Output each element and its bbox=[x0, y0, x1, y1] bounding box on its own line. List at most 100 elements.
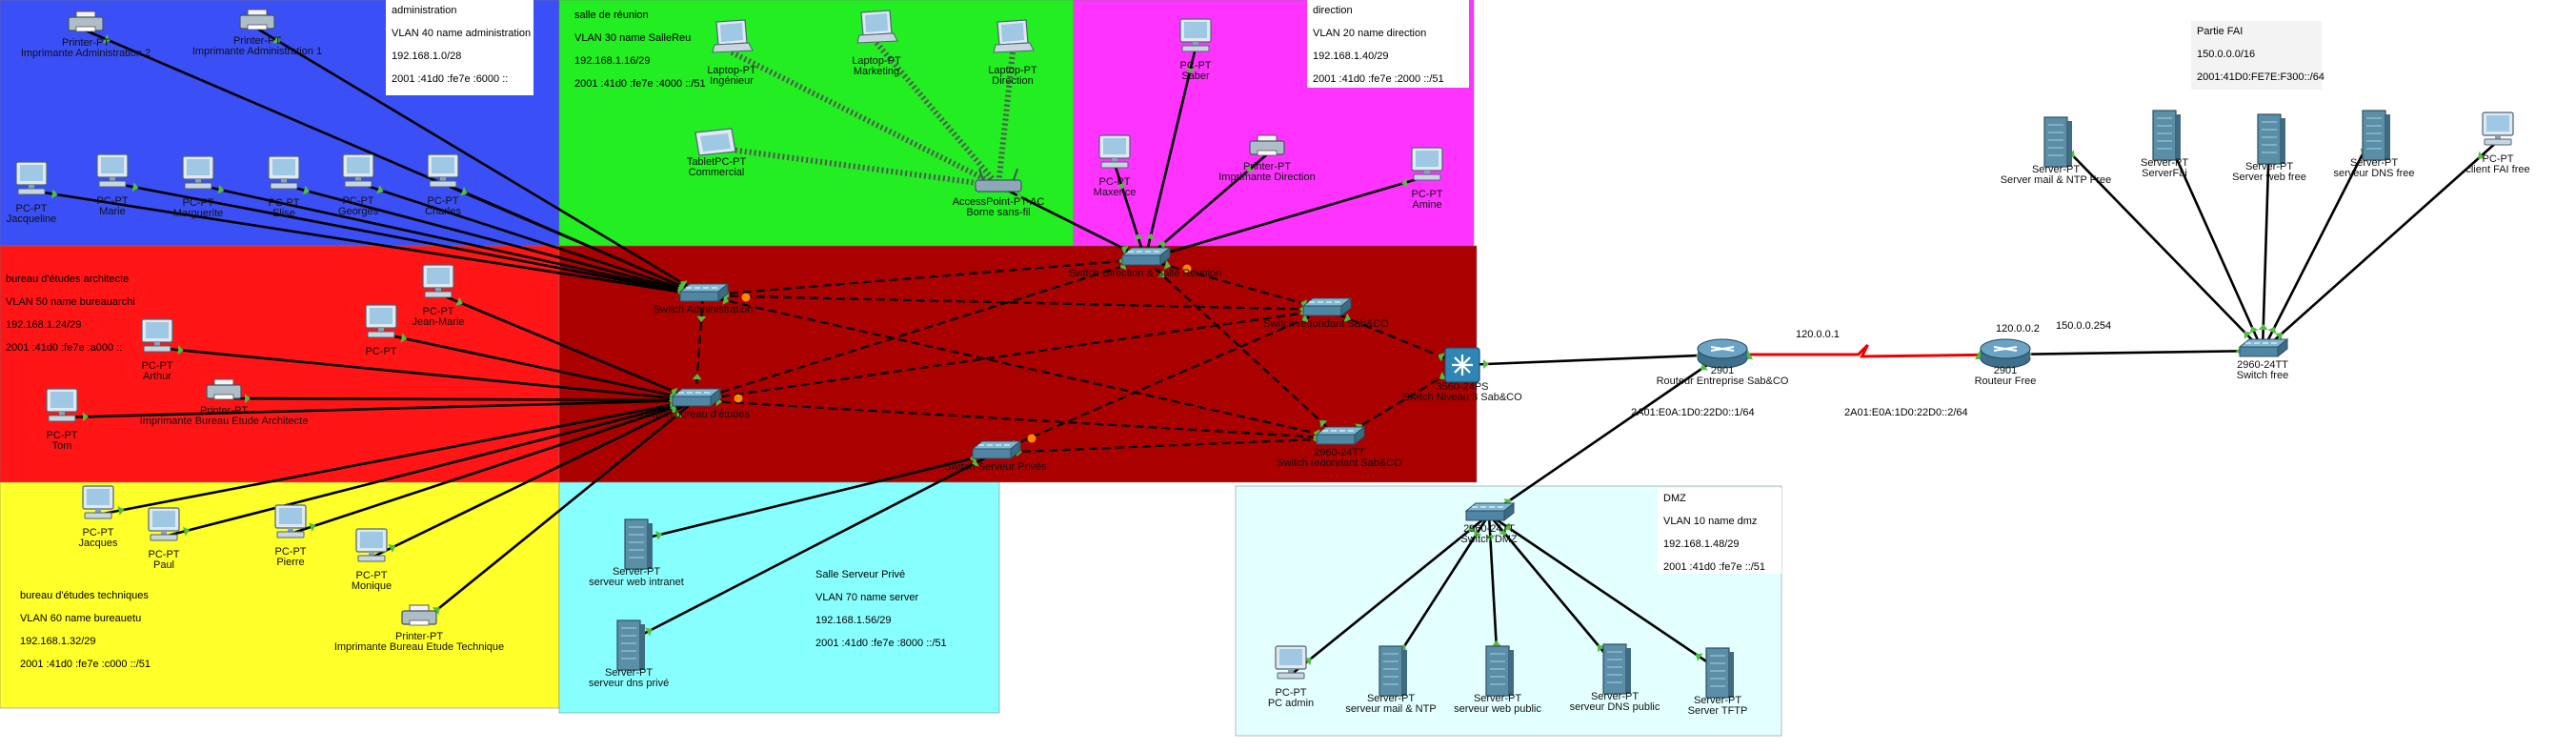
device-sw-free[interactable] bbox=[2238, 337, 2289, 358]
device-pr-admin2[interactable] bbox=[68, 10, 104, 32]
pc-icon bbox=[141, 318, 173, 353]
device-ms[interactable] bbox=[1444, 347, 1480, 383]
device-r-ent[interactable] bbox=[1697, 338, 1748, 369]
device-jacques[interactable] bbox=[82, 485, 114, 519]
switch-icon bbox=[2238, 337, 2289, 358]
port-status-marker bbox=[1503, 522, 1512, 531]
device-dmz-dns[interactable] bbox=[1602, 643, 1631, 695]
note-techniques-line: VLAN 60 name bureauetu bbox=[20, 613, 141, 624]
device-ap[interactable] bbox=[975, 168, 1022, 193]
device-pr-dir[interactable] bbox=[1249, 134, 1285, 156]
port-status-marker bbox=[1120, 245, 1129, 254]
device-label: Switch free bbox=[2237, 370, 2288, 381]
device-fai-client[interactable] bbox=[2482, 112, 2514, 146]
device-label: Marie bbox=[99, 206, 126, 217]
device-label: serveur DNS free bbox=[2334, 168, 2415, 179]
device-monique[interactable] bbox=[355, 528, 388, 562]
pc-icon bbox=[182, 155, 214, 190]
device-charles[interactable] bbox=[427, 153, 459, 188]
note-reunion-line: 192.168.1.16/29 bbox=[574, 55, 651, 67]
device-sw-admin[interactable] bbox=[678, 282, 730, 303]
device-pc-b[interactable] bbox=[365, 304, 397, 338]
device-tom[interactable] bbox=[46, 388, 78, 422]
device-lap-ing[interactable] bbox=[712, 19, 754, 53]
device-marguerite[interactable] bbox=[182, 155, 214, 190]
device-maxence[interactable] bbox=[1098, 134, 1131, 169]
device-sw-red2[interactable] bbox=[1315, 425, 1366, 446]
pc-icon bbox=[148, 507, 180, 541]
device-pc-admin[interactable] bbox=[1275, 645, 1307, 680]
link-sw_dir-sw_red2 bbox=[1144, 258, 1340, 439]
device-paul[interactable] bbox=[148, 507, 180, 541]
device-label: Server TFTP bbox=[1688, 705, 1748, 717]
note-administration-line: VLAN 40 name administration bbox=[392, 28, 531, 39]
device-label: PC-PT bbox=[97, 195, 129, 207]
laptop-icon bbox=[712, 19, 754, 53]
device-georges[interactable] bbox=[342, 153, 374, 188]
device-r-free[interactable] bbox=[1980, 338, 2031, 369]
device-sw-etudes[interactable] bbox=[671, 387, 722, 408]
device-dmz-web[interactable] bbox=[1485, 645, 1514, 697]
serial-link-wan bbox=[1722, 343, 2006, 358]
device-label: Saber bbox=[1181, 71, 1210, 82]
device-lap-mkt[interactable] bbox=[856, 10, 898, 44]
device-amine[interactable] bbox=[1411, 147, 1443, 181]
device-pierre[interactable] bbox=[274, 504, 307, 538]
device-label: Maxence bbox=[1094, 187, 1137, 198]
device-lap-dir[interactable] bbox=[993, 19, 1035, 53]
port-status-marker bbox=[1401, 177, 1409, 188]
device-pr-admin1[interactable] bbox=[239, 9, 275, 30]
device-arthur[interactable] bbox=[141, 318, 173, 353]
device-label: 2960-24TT bbox=[1314, 447, 1365, 458]
device-dmz-mail[interactable] bbox=[1379, 645, 1407, 697]
device-saber[interactable] bbox=[1179, 18, 1212, 52]
device-fai-web[interactable] bbox=[2257, 113, 2285, 165]
device-label: Server-PT bbox=[1694, 695, 1741, 706]
device-marie[interactable] bbox=[96, 153, 129, 188]
port-status-marker bbox=[674, 409, 683, 417]
device-dmz-tftp[interactable] bbox=[1705, 647, 1734, 699]
device-label: PC-PT bbox=[356, 570, 388, 581]
device-pr-tech[interactable] bbox=[401, 604, 437, 626]
link-jacques-sw_etudes bbox=[97, 398, 696, 517]
port-status-marker bbox=[177, 345, 184, 355]
port-status-marker bbox=[972, 457, 979, 467]
device-pr-archi[interactable] bbox=[206, 378, 242, 400]
server-icon bbox=[1705, 647, 1734, 699]
device-srv-intra[interactable] bbox=[624, 518, 653, 570]
device-fai-mail[interactable] bbox=[2043, 116, 2072, 168]
pc-icon bbox=[422, 264, 454, 298]
port-status-marker bbox=[131, 182, 139, 193]
port-pending-marker bbox=[1027, 434, 1036, 443]
note-direction-line: VLAN 20 name direction bbox=[1313, 28, 1426, 39]
device-jacqueline[interactable] bbox=[15, 161, 48, 195]
server-icon bbox=[1379, 645, 1407, 697]
link-sw_admin-sw_etudes bbox=[694, 294, 705, 401]
device-tablet[interactable] bbox=[694, 128, 736, 156]
note-dmz-line: DMZ bbox=[1663, 493, 1686, 504]
ap-icon bbox=[975, 168, 1022, 193]
device-sw-dmz[interactable] bbox=[1464, 501, 1516, 522]
port-status-marker bbox=[1438, 353, 1445, 362]
port-pending-marker bbox=[741, 293, 751, 302]
device-sw-dir[interactable] bbox=[1120, 246, 1172, 267]
device-label: Imprimante Administration 2 bbox=[21, 48, 151, 59]
device-jeanmarie[interactable] bbox=[422, 264, 454, 298]
device-label: PC-PT bbox=[47, 430, 78, 441]
device-label: Laptop-PT bbox=[707, 65, 756, 76]
port-status-marker bbox=[1343, 313, 1351, 322]
link-address-label: 120.0.0.2 bbox=[1996, 323, 2040, 335]
link-pr_dir-sw_dir bbox=[1144, 153, 1268, 260]
device-label: PC-PT bbox=[1276, 687, 1307, 699]
device-elise[interactable] bbox=[268, 155, 300, 190]
device-srv-dns[interactable] bbox=[616, 619, 645, 671]
note-direction-line: 192.168.1.40/29 bbox=[1313, 51, 1389, 62]
device-label: AccessPoint-PT-AC bbox=[953, 196, 1045, 208]
pc-icon bbox=[427, 153, 459, 188]
device-sw-serv[interactable] bbox=[971, 439, 1022, 460]
device-fai-ftp[interactable] bbox=[2152, 110, 2181, 161]
router-icon bbox=[1980, 338, 2031, 369]
device-label: PC-PT bbox=[83, 527, 114, 538]
device-fai-dns[interactable] bbox=[2362, 110, 2390, 161]
device-sw-red1[interactable] bbox=[1301, 296, 1353, 317]
